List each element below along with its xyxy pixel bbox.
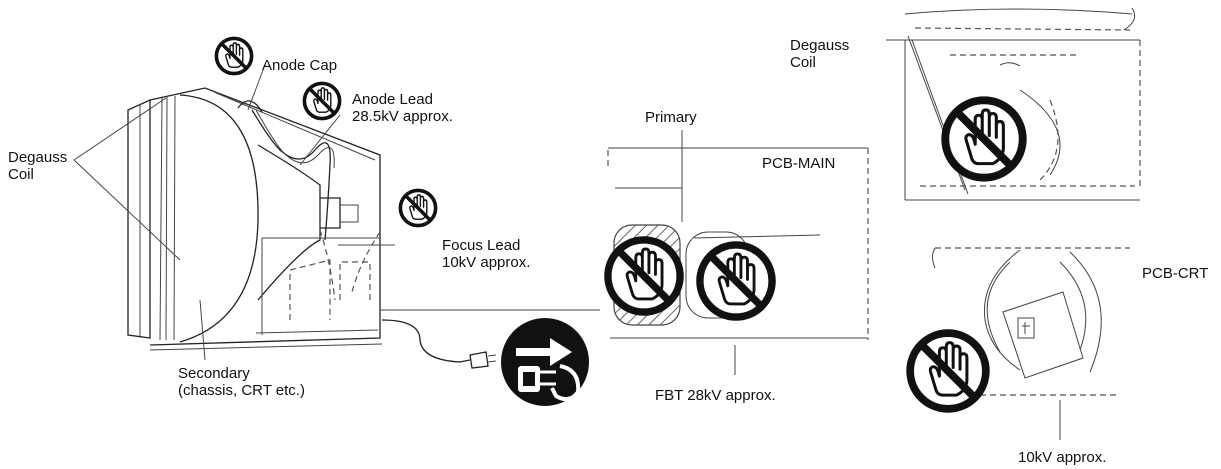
leader-lines-left (73, 69, 600, 361)
no-touch-icon (214, 36, 254, 76)
secondary-label: Secondary (chassis, CRT etc.) (178, 365, 305, 399)
no-touch-icon (700, 245, 772, 317)
degauss-coil-left-label: Degauss Coil (8, 149, 71, 183)
fbt-label: FBT 28kV approx. (655, 387, 776, 404)
pcb-crt-board (932, 247, 1130, 440)
no-touch-icon (608, 240, 680, 312)
pcb-main-label: PCB-MAIN (762, 155, 835, 172)
unplug-icon (501, 318, 589, 406)
crt-voltage-label: 10kV approx. (1018, 449, 1106, 466)
crt-monitor-side-view (127, 87, 497, 369)
focus-lead-label: Focus Lead 10kV approx. (442, 237, 530, 271)
no-touch-icon (302, 81, 342, 121)
no-touch-icon (398, 188, 438, 228)
primary-label: Primary (645, 109, 697, 126)
anode-lead-label: Anode Lead 28.5kV approx. (352, 91, 453, 125)
no-touch-icon (945, 100, 1022, 177)
anode-cap-label: Anode Cap (262, 57, 337, 74)
crt-rear-degauss-view (886, 7, 1141, 201)
degauss-coil-right-label: Degauss Coil (790, 37, 853, 71)
pcb-crt-label: PCB-CRT (1142, 265, 1208, 282)
no-touch-icon (910, 333, 986, 409)
